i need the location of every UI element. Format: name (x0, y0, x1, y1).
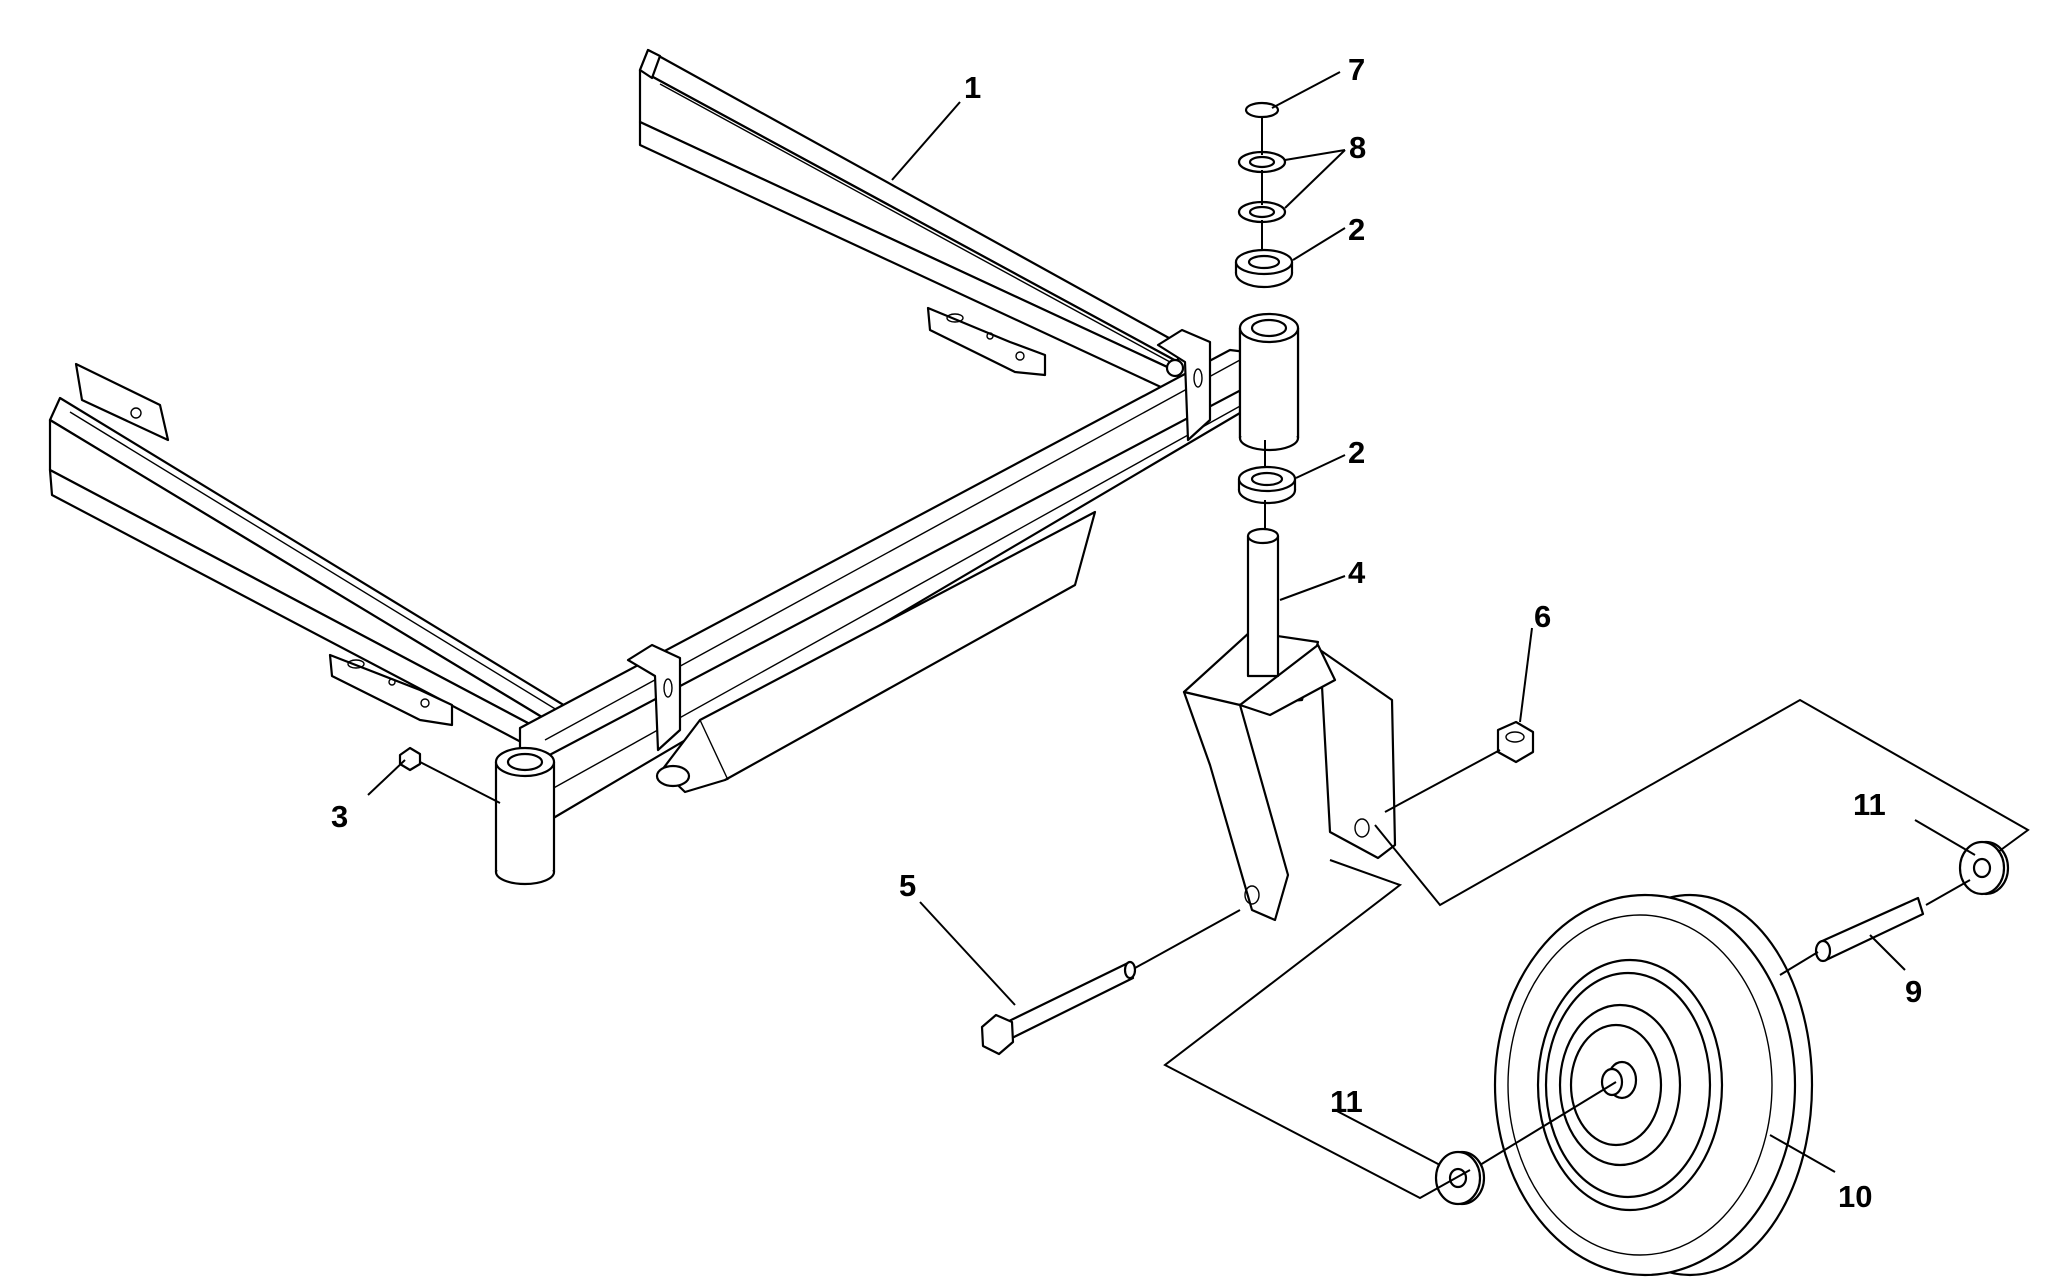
retaining-ring-part-7 (1244, 101, 1280, 119)
spacer-part-11-right (1958, 840, 2010, 896)
frame-bracket-left (626, 643, 682, 752)
axle-spacer-part-9 (1814, 896, 1925, 963)
locknut-part-3 (398, 746, 422, 772)
spacer-part-11-left (1434, 1150, 1486, 1206)
callout-6: 6 (1534, 599, 1551, 634)
callout-11-right: 11 (1853, 787, 1886, 822)
nut-part-6 (1496, 720, 1535, 764)
callout-2-upper: 2 (1348, 212, 1365, 247)
frame-left-rail (48, 362, 582, 754)
callout-1: 1 (964, 70, 981, 105)
callout-7: 7 (1348, 52, 1365, 87)
frame-mount-plate-left (328, 653, 454, 727)
callout-10: 10 (1838, 1179, 1872, 1214)
frame-pivot-tube-left (494, 746, 556, 886)
callout-5: 5 (899, 868, 916, 903)
callout-3: 3 (331, 799, 348, 834)
callout-11-left: 11 (1330, 1084, 1363, 1119)
frame-pivot-tube-right (1238, 312, 1300, 452)
frame-underside-pan (655, 510, 1097, 794)
callout-8: 8 (1349, 130, 1366, 165)
bolt-part-5 (980, 960, 1137, 1056)
bushing-part-2-lower (1237, 465, 1297, 505)
frame-mount-plate-rear (926, 306, 1047, 377)
callout-9: 9 (1905, 974, 1922, 1009)
callout-4: 4 (1348, 555, 1366, 590)
assembly-centerlines (419, 116, 2030, 1200)
frame-bracket-right (1156, 328, 1212, 442)
callout-2-lower: 2 (1348, 435, 1365, 470)
bushing-part-2-upper (1234, 248, 1294, 289)
frame-part-1 (48, 48, 1300, 886)
wheel-part-10 (1493, 893, 1814, 1277)
frame-rear-rail (638, 48, 1180, 397)
callout-leaders (367, 71, 1976, 1173)
frame-front-beam (518, 348, 1272, 822)
caster-fork-part-4 (1182, 527, 1397, 922)
callout-labels: 1 2 2 3 4 5 6 7 8 9 10 11 11 (331, 52, 1922, 1214)
